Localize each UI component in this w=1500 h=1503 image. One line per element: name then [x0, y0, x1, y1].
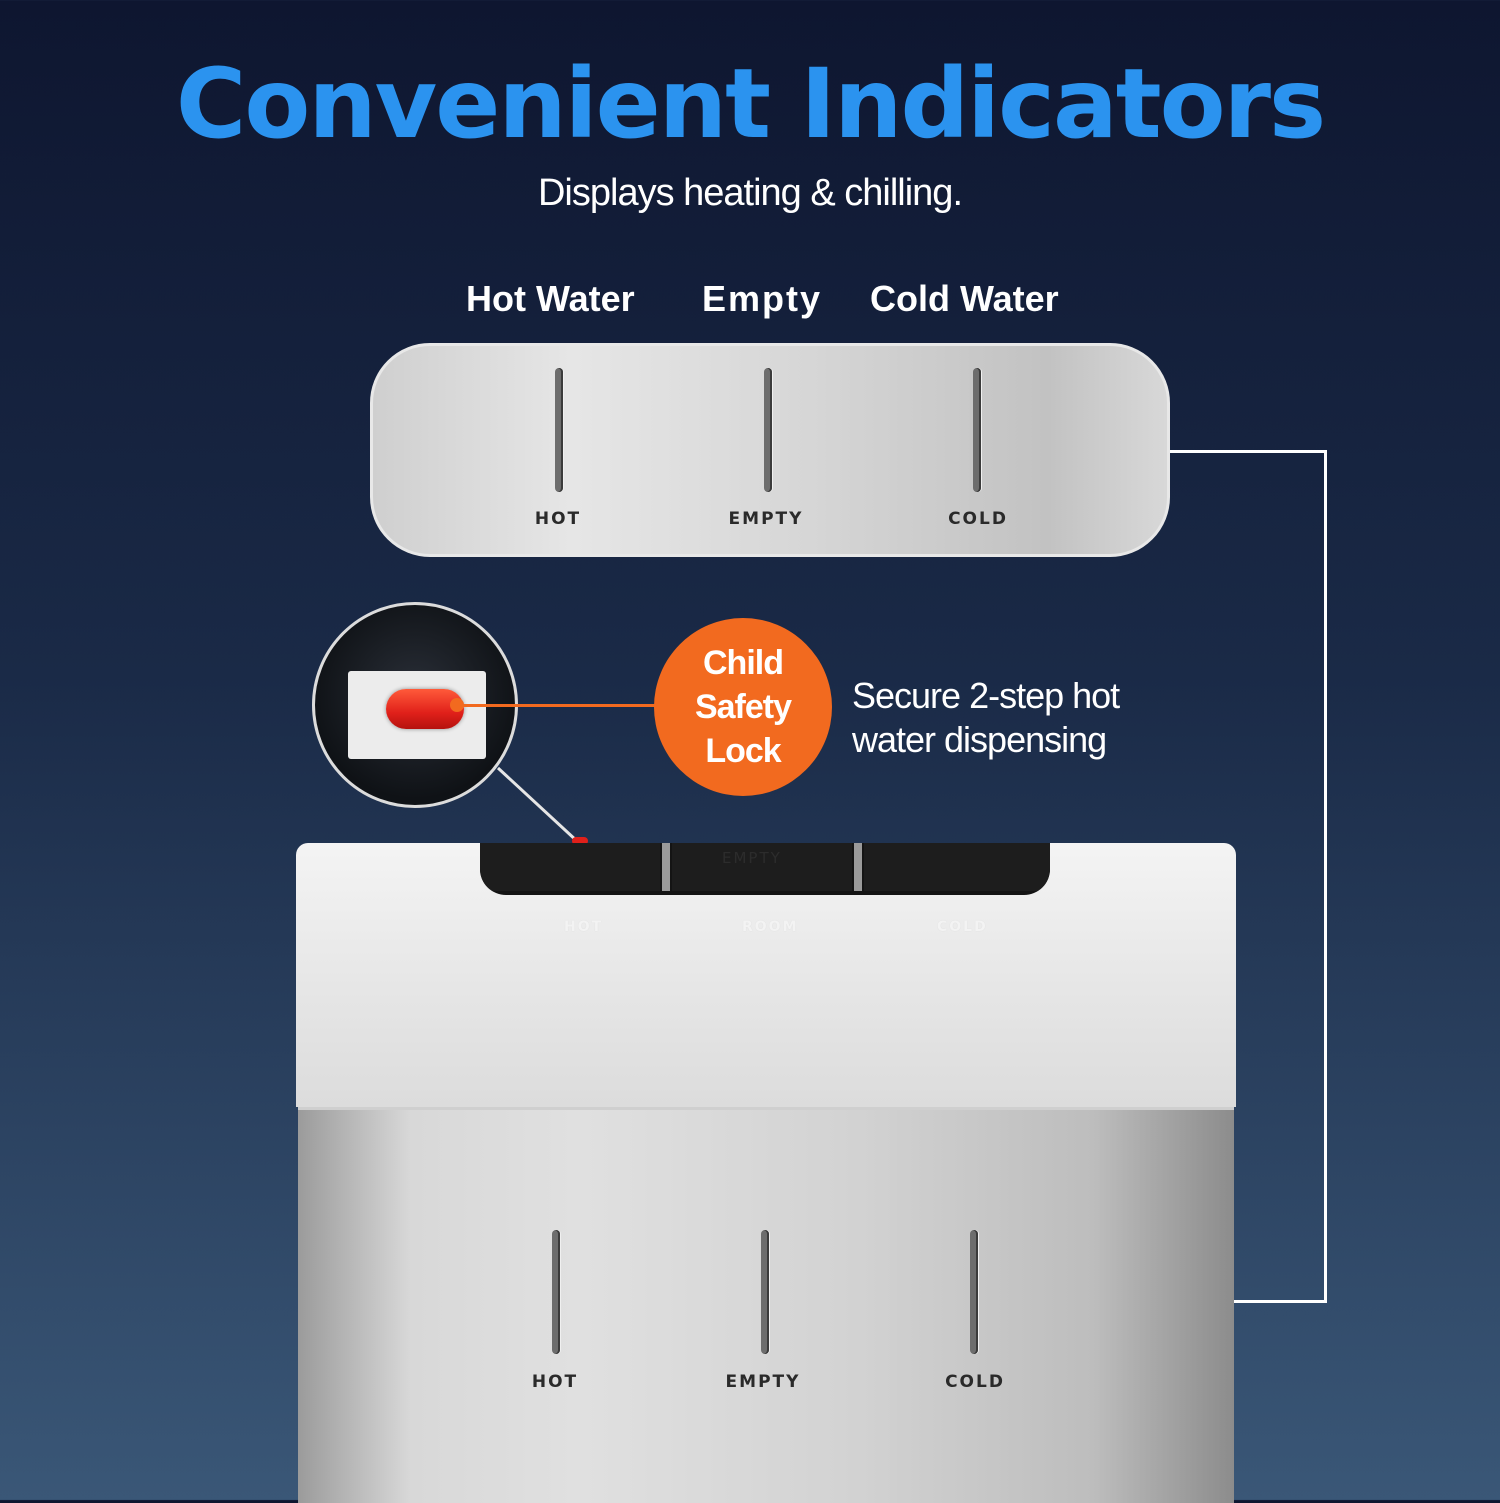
cold-indicator-label: COLD: [948, 509, 1008, 529]
empty-label: Empty: [702, 278, 823, 319]
hot-indicator-light: [555, 368, 563, 492]
cold-button-cap[interactable]: [864, 843, 1050, 891]
page-subtitle: Displays heating & chilling.: [537, 172, 963, 214]
child-lock-description: Secure 2-step hot water dispensing: [852, 675, 1120, 760]
empty-indicator-light: [761, 1230, 769, 1354]
hot-indicator-label: HOT: [531, 1372, 579, 1392]
strip-divider: [662, 843, 670, 891]
hot-indicator-light: [552, 1230, 560, 1354]
child-safety-lock-badge: Child Safety Lock: [654, 618, 832, 796]
room-button-cap[interactable]: [672, 843, 852, 891]
cold-indicator-light: [970, 1230, 978, 1354]
lock-pointer-line: [455, 704, 655, 707]
hot-button-label: HOT: [564, 919, 604, 935]
strip-divider: [854, 843, 862, 891]
hot-button-cap[interactable]: [480, 843, 660, 891]
lock-switch-edge: [572, 837, 588, 845]
connector-line-top: [1170, 450, 1326, 453]
empty-indicator-label: EMPTY: [728, 509, 804, 529]
room-button-label: ROOM: [742, 919, 799, 935]
cold-indicator-label: COLD: [945, 1372, 1005, 1392]
strip-empty-text: EMPTY: [722, 849, 782, 867]
indicator-panel-zoom: HOT EMPTY COLD: [370, 343, 1170, 557]
lock-pointer-dot: [450, 698, 464, 712]
child-safety-lock-text: Child Safety Lock: [694, 644, 792, 770]
hot-indicator-label: HOT: [534, 509, 582, 529]
control-strip: EMPTY: [480, 843, 1050, 895]
empty-indicator-label: EMPTY: [725, 1372, 801, 1392]
dispenser-indicator-panel: HOT EMPTY COLD: [298, 1107, 1234, 1503]
page-title: Convenient Indicators: [175, 48, 1326, 160]
empty-indicator-light: [764, 368, 772, 492]
hot-water-label: Hot Water: [466, 278, 635, 319]
cold-button-label: COLD: [937, 919, 988, 935]
lock-plate: [348, 671, 486, 759]
cold-indicator-light: [973, 368, 981, 492]
connector-line-vertical: [1324, 450, 1327, 1302]
dispenser-top: EMPTY HOT ROOM COLD: [296, 837, 1236, 1107]
magnifier-pointer-line: [496, 766, 580, 844]
cold-water-label: Cold Water: [870, 278, 1059, 319]
